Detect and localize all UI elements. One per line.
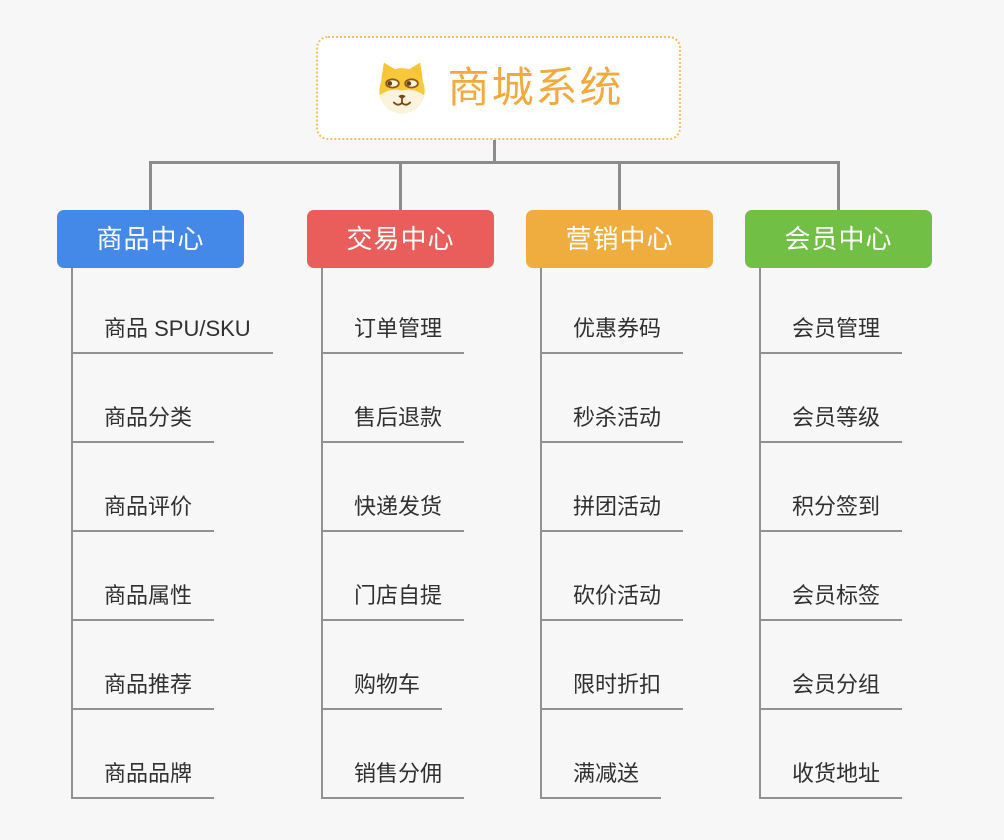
leaf-node[interactable]: 商品推荐	[71, 672, 215, 710]
branch-column: 营销中心 优惠券码 秒杀活动 拼团活动 砍价活动 限时折扣 满减送	[526, 161, 713, 799]
leaf-node[interactable]: 快递发货	[321, 494, 465, 532]
leaf-node[interactable]: 拼团活动	[540, 494, 684, 532]
leaf-label: 会员标签	[792, 583, 881, 608]
leaf-node[interactable]: 收货地址	[759, 761, 903, 799]
root-title: 商城系统	[447, 64, 624, 111]
leaf-label: 优惠券码	[573, 316, 662, 341]
leaf-label: 商品 SPU/SKU	[104, 316, 251, 341]
connector-branch-drop	[618, 161, 621, 210]
connector-branch-drop	[837, 161, 840, 210]
leaf-node[interactable]: 商品 SPU/SKU	[71, 316, 273, 354]
branch-node[interactable]: 会员中心	[745, 210, 932, 268]
connector-root-stub	[493, 140, 496, 164]
branch-column: 商品中心 商品 SPU/SKU 商品分类 商品评价 商品属性 商品推荐 商品品牌	[57, 161, 273, 799]
leaf-label: 快递发货	[354, 494, 443, 519]
leaf-node[interactable]: 会员等级	[759, 405, 903, 443]
leaf-node[interactable]: 会员分组	[759, 672, 903, 710]
branch-label: 营销中心	[565, 224, 674, 254]
leaf-node[interactable]: 购物车	[321, 672, 443, 710]
leaf-label: 秒杀活动	[573, 405, 662, 430]
leaf-node[interactable]: 砍价活动	[540, 583, 684, 621]
leaf-node[interactable]: 销售分佣	[321, 761, 465, 799]
branch-node[interactable]: 营销中心	[526, 210, 713, 268]
leaf-node[interactable]: 会员管理	[759, 316, 903, 354]
leaf-label: 会员等级	[792, 405, 881, 430]
leaf-node[interactable]: 商品属性	[71, 583, 215, 621]
leaf-label: 积分签到	[792, 494, 881, 519]
leaf-node[interactable]: 秒杀活动	[540, 405, 684, 443]
branch-label: 会员中心	[784, 224, 893, 254]
leaf-label: 商品推荐	[104, 672, 193, 697]
branch-vertical-line	[540, 268, 542, 799]
connector-branch-drop	[149, 161, 152, 210]
branch-vertical-line	[759, 268, 761, 799]
dog-icon	[373, 59, 431, 117]
leaf-label: 会员分组	[792, 672, 881, 697]
branch-column: 会员中心 会员管理 会员等级 积分签到 会员标签 会员分组 收货地址	[745, 161, 932, 799]
branch-vertical-line	[321, 268, 323, 799]
leaf-label: 会员管理	[792, 316, 881, 341]
leaf-label: 限时折扣	[573, 672, 662, 697]
leaf-node[interactable]: 积分签到	[759, 494, 903, 532]
leaf-label: 售后退款	[354, 405, 443, 430]
leaf-label: 订单管理	[354, 316, 443, 341]
connector-branch-drop	[399, 161, 402, 210]
leaf-label: 收货地址	[792, 761, 881, 786]
leaf-label: 销售分佣	[354, 761, 443, 786]
leaf-node[interactable]: 满减送	[540, 761, 662, 799]
leaf-node[interactable]: 商品品牌	[71, 761, 215, 799]
branch-node[interactable]: 商品中心	[57, 210, 244, 268]
leaf-node[interactable]: 商品评价	[71, 494, 215, 532]
branch-column: 交易中心 订单管理 售后退款 快递发货 门店自提 购物车 销售分佣	[307, 161, 494, 799]
leaf-label: 砍价活动	[573, 583, 662, 608]
branch-label: 商品中心	[96, 224, 205, 254]
leaf-node[interactable]: 订单管理	[321, 316, 465, 354]
leaf-node[interactable]: 会员标签	[759, 583, 903, 621]
leaf-label: 购物车	[354, 672, 421, 697]
leaf-node[interactable]: 售后退款	[321, 405, 465, 443]
leaf-label: 拼团活动	[573, 494, 662, 519]
leaf-node[interactable]: 限时折扣	[540, 672, 684, 710]
leaf-label: 商品分类	[104, 405, 193, 430]
branch-vertical-line	[71, 268, 73, 799]
leaf-label: 满减送	[573, 761, 640, 786]
leaf-label: 门店自提	[354, 583, 443, 608]
branch-label: 交易中心	[346, 224, 455, 254]
leaf-node[interactable]: 门店自提	[321, 583, 465, 621]
leaf-node[interactable]: 优惠券码	[540, 316, 684, 354]
leaf-label: 商品属性	[104, 583, 193, 608]
leaf-label: 商品评价	[104, 494, 193, 519]
leaf-node[interactable]: 商品分类	[71, 405, 215, 443]
connector-horizontal-trunk	[149, 161, 840, 164]
leaf-label: 商品品牌	[104, 761, 193, 786]
branch-node[interactable]: 交易中心	[307, 210, 494, 268]
root-node[interactable]: 商城系统	[316, 36, 681, 140]
